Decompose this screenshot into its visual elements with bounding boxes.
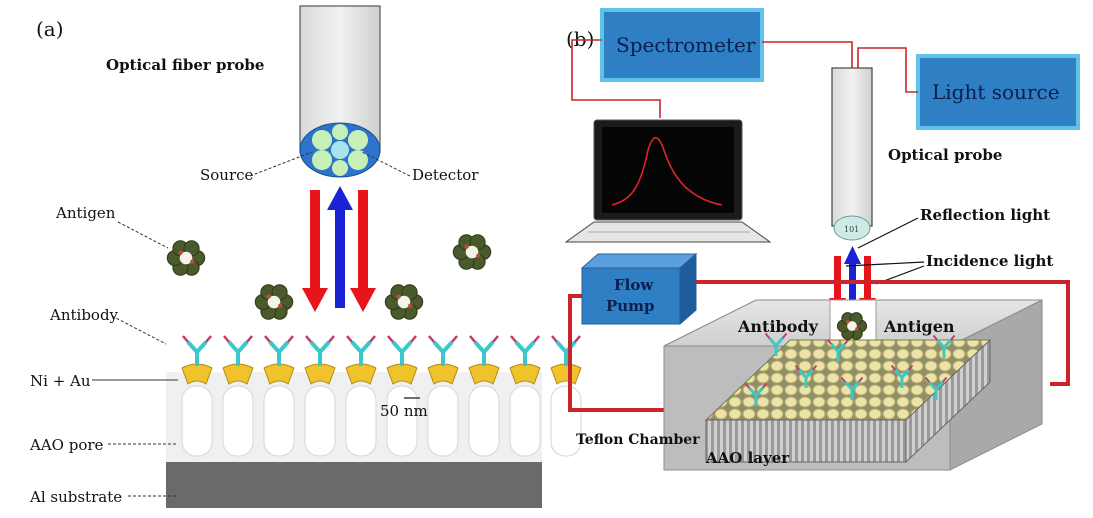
antigen-leader xyxy=(117,221,169,249)
optical-probe xyxy=(831,67,873,227)
antibody xyxy=(346,335,376,366)
antibody xyxy=(182,335,212,366)
reflected-arrow xyxy=(327,186,353,308)
antibody xyxy=(840,376,864,400)
panel-b: (b) Spectrometer Light source 101 Optica… xyxy=(564,8,1080,471)
ni-au-cap xyxy=(509,363,541,385)
teflon-chamber-label: Teflon Chamber xyxy=(576,432,700,448)
antibody-b-label: Antibody xyxy=(737,317,819,336)
antibody xyxy=(890,364,914,388)
antibody xyxy=(305,335,335,366)
light-source-label: Light source xyxy=(932,80,1060,104)
antibody-leader xyxy=(111,315,167,345)
antibody xyxy=(428,335,458,366)
ni-au-cap xyxy=(181,363,213,385)
wire-lightsource-to-probe xyxy=(857,47,918,93)
aao-layer-label: AAO layer xyxy=(705,449,790,467)
antibody xyxy=(826,338,850,362)
panel-a-tag: (a) xyxy=(36,17,64,41)
ni-au-cap xyxy=(427,363,459,385)
ni-au-label: Ni + Au xyxy=(30,372,91,390)
aao-pore-label: AAO pore xyxy=(29,436,104,454)
spectrometer-box xyxy=(600,8,764,82)
ni-au-cap xyxy=(468,363,500,385)
antibody xyxy=(264,335,294,366)
antigen-group xyxy=(166,234,492,320)
antibody xyxy=(510,335,540,366)
antibody xyxy=(551,335,581,366)
reflection-leader xyxy=(857,217,919,249)
teflon-chamber xyxy=(663,299,1043,471)
optical-probe-label: Optical probe xyxy=(888,146,1002,164)
fiber-strand xyxy=(348,130,368,150)
antibody xyxy=(744,382,768,406)
spectrum-curve xyxy=(611,136,723,206)
ni-au-cap xyxy=(304,363,336,385)
incident-arrow-left xyxy=(302,190,328,312)
ni-au-cap xyxy=(345,363,377,385)
al-substrate xyxy=(166,462,542,508)
laptop xyxy=(564,119,772,243)
al-substrate-label: Al substrate xyxy=(29,488,122,506)
source-label: Source xyxy=(200,166,254,184)
detector-leader xyxy=(361,151,411,177)
fiber-strand xyxy=(332,124,348,140)
antibody-label: Antibody xyxy=(49,306,119,324)
tubing-loop xyxy=(568,280,1070,412)
antigen-particle xyxy=(452,234,492,270)
aao-pores xyxy=(181,385,582,457)
scale-label: 50 nm xyxy=(380,402,428,420)
wire-spectrometer-to-laptop xyxy=(571,39,661,118)
spectrometer-label: Spectrometer xyxy=(616,33,756,57)
ni-au-cap xyxy=(263,363,295,385)
detector-label: Detector xyxy=(412,166,479,184)
antigen-particle xyxy=(384,284,424,320)
optical-fiber-probe-label: Optical fiber probe xyxy=(106,56,264,74)
antibody xyxy=(469,335,499,366)
fiber-strand xyxy=(312,130,332,150)
incidence-leader-1 xyxy=(845,261,925,267)
antibody xyxy=(223,335,253,366)
source-leader xyxy=(249,151,313,177)
incidence-light-label: Incidence light xyxy=(926,252,1053,270)
optical-probe-tip-mark: 101 xyxy=(844,225,859,234)
antigen-label: Antigen xyxy=(55,204,116,222)
ni-au-cap xyxy=(550,363,582,385)
antibody-group-b xyxy=(744,332,956,406)
antibody xyxy=(387,335,417,366)
reflected-arrow-b xyxy=(844,246,861,312)
antibody xyxy=(924,376,948,400)
light-source-box xyxy=(916,54,1080,130)
flow-pump: Flow Pump xyxy=(580,252,698,326)
ni-au-cap xyxy=(222,363,254,385)
antibody-row xyxy=(181,335,582,385)
flow-pump-label-2: Pump xyxy=(606,297,655,315)
aao-array-side xyxy=(905,338,991,464)
antibody xyxy=(764,332,788,356)
antibody xyxy=(932,334,956,358)
antigen-b xyxy=(836,312,868,340)
fiber-strand xyxy=(332,160,348,176)
antibody xyxy=(794,364,818,388)
antigen-particle xyxy=(254,284,294,320)
panel-a: (a) Optical fiber probe Source Detector xyxy=(29,5,582,508)
fiber-strand xyxy=(348,150,368,170)
flow-pump-label-1: Flow xyxy=(614,276,654,294)
ni-au-cap xyxy=(386,363,418,385)
incident-arrow-right xyxy=(350,190,376,312)
wire-spectrometer-to-probe xyxy=(762,41,853,68)
antigen-b-label: Antigen xyxy=(883,317,955,336)
antigen-particle xyxy=(836,312,868,340)
optical-probe-tip xyxy=(833,215,871,241)
panel-b-tag: (b) xyxy=(566,27,594,51)
antigen-particle xyxy=(166,240,206,276)
fiber-core xyxy=(331,141,349,159)
fiber-strand xyxy=(312,150,332,170)
reflection-light-label: Reflection light xyxy=(920,206,1050,224)
